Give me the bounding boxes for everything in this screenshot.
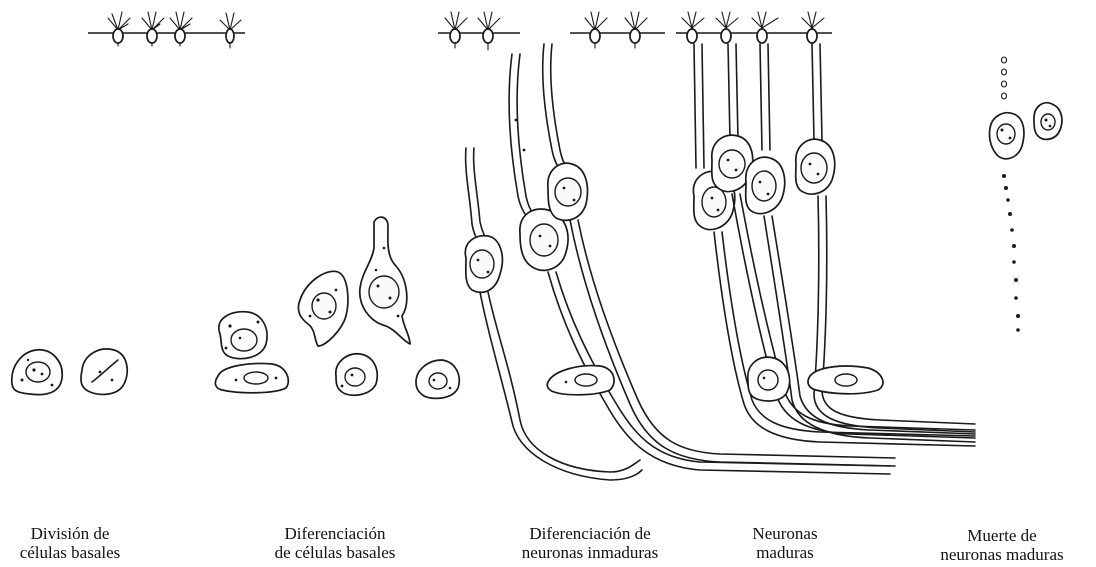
caption-line: células basales	[0, 543, 140, 562]
basal-cell-flat-1	[215, 364, 288, 393]
basal-cell-flat-2	[547, 366, 614, 395]
caption-line: neuronas inmaduras	[500, 543, 680, 562]
caption-line: Muerte de	[912, 526, 1092, 545]
degenerating-neuron	[989, 57, 1023, 332]
caption-basal-cell-differentiation: Diferenciación de células basales	[250, 524, 420, 562]
basal-cell-dividing-right	[81, 349, 127, 394]
caption-line: de células basales	[250, 543, 420, 562]
caption-line: Neuronas	[730, 524, 840, 543]
caption-line: Diferenciación de	[500, 524, 680, 543]
caption-line: Diferenciación	[250, 524, 420, 543]
immature-neuron-2	[509, 54, 890, 474]
caption-line: neuronas maduras	[912, 545, 1092, 564]
apoptotic-body	[1034, 103, 1062, 140]
basal-cell-dividing-left	[12, 350, 62, 395]
caption-immature-neuron-differentiation: Diferenciación de neuronas inmaduras	[500, 524, 680, 562]
surface-knobs-stage4	[676, 12, 832, 43]
caption-line: División de	[0, 524, 140, 543]
basal-cell-small-2	[416, 360, 459, 398]
basal-cell-small-1	[336, 354, 377, 396]
globose-basal-cell-a	[298, 271, 348, 346]
globose-basal-cell-b	[360, 217, 410, 344]
immature-neuron-3	[543, 44, 895, 466]
caption-basal-cell-division: División de células basales	[0, 524, 140, 562]
caption-line: maduras	[730, 543, 840, 562]
basal-cell-rounded	[219, 312, 267, 359]
caption-mature-neurons: Neuronas maduras	[730, 524, 840, 562]
caption-mature-neuron-death: Muerte de neuronas maduras	[912, 526, 1092, 564]
surface-knobs-stage1	[88, 12, 245, 48]
